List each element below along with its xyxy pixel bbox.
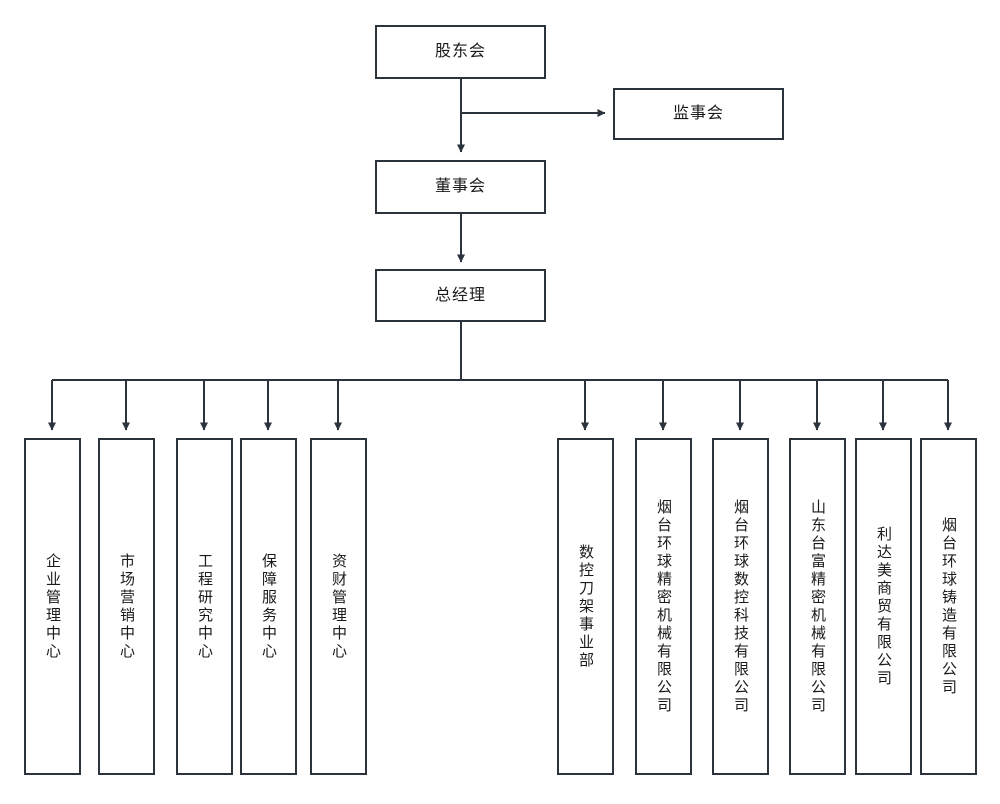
node-department-5[interactable]: 资财管理中心 (310, 438, 367, 775)
node-department-3-label: 工程研究中心 (196, 552, 213, 661)
node-subsidiary-6-label: 烟台环球铸造有限公司 (940, 516, 957, 697)
node-shareholders[interactable]: 股东会 (375, 25, 546, 79)
node-board-of-directors[interactable]: 董事会 (375, 160, 546, 214)
node-department-2[interactable]: 市场营销中心 (98, 438, 155, 775)
node-general-manager[interactable]: 总经理 (375, 269, 546, 322)
node-shareholders-label: 股东会 (434, 43, 486, 61)
node-subsidiary-6[interactable]: 烟台环球铸造有限公司 (920, 438, 977, 775)
node-department-4-label: 保障服务中心 (260, 552, 277, 661)
node-department-2-label: 市场营销中心 (118, 552, 135, 661)
node-department-1-label: 企业管理中心 (44, 552, 61, 661)
node-subsidiary-3[interactable]: 烟台环球数控科技有限公司 (712, 438, 769, 775)
node-subsidiary-3-label: 烟台环球数控科技有限公司 (732, 498, 749, 715)
node-subsidiary-4-label: 山东台富精密机械有限公司 (809, 498, 826, 715)
node-department-1[interactable]: 企业管理中心 (24, 438, 81, 775)
node-subsidiary-1[interactable]: 数控刀架事业部 (557, 438, 614, 775)
node-board-of-directors-label: 董事会 (434, 178, 486, 196)
node-department-5-label: 资财管理中心 (330, 552, 347, 661)
node-supervisors-label: 监事会 (672, 105, 724, 123)
node-department-3[interactable]: 工程研究中心 (176, 438, 233, 775)
node-subsidiary-2-label: 烟台环球精密机械有限公司 (655, 498, 672, 715)
node-general-manager-label: 总经理 (434, 286, 486, 304)
node-supervisors[interactable]: 监事会 (613, 88, 784, 140)
node-subsidiary-2[interactable]: 烟台环球精密机械有限公司 (635, 438, 692, 775)
node-subsidiary-1-label: 数控刀架事业部 (577, 543, 594, 670)
node-subsidiary-4[interactable]: 山东台富精密机械有限公司 (789, 438, 846, 775)
node-subsidiary-5[interactable]: 利达美商贸有限公司 (855, 438, 912, 775)
node-subsidiary-5-label: 利达美商贸有限公司 (875, 525, 892, 688)
node-department-4[interactable]: 保障服务中心 (240, 438, 297, 775)
